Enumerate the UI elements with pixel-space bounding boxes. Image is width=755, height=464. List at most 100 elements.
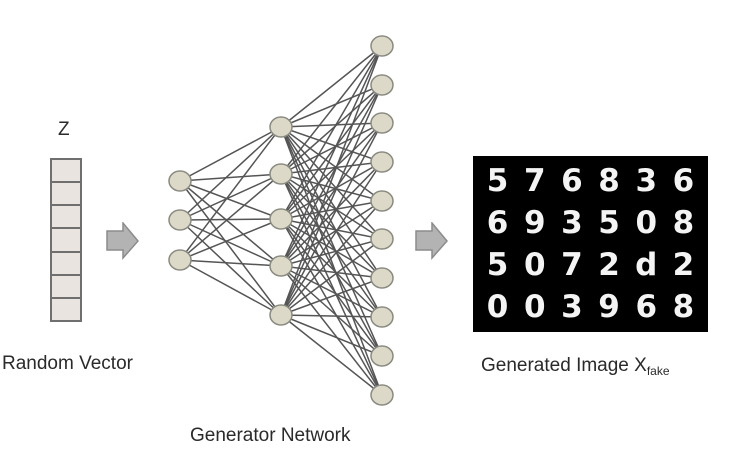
input-node (168, 209, 192, 231)
edge (179, 126, 282, 261)
edge (280, 238, 383, 316)
edge (280, 265, 383, 318)
edge (280, 265, 383, 357)
edge (280, 45, 383, 316)
generated-digit: 6 (672, 162, 695, 199)
vector-cell (52, 206, 80, 230)
edge (280, 122, 383, 175)
output-node (370, 228, 394, 250)
edge (179, 219, 282, 267)
hidden-node (269, 208, 293, 230)
edge (280, 238, 383, 267)
edge (280, 277, 383, 316)
edge (179, 259, 282, 267)
generated-digit: 2 (598, 246, 620, 283)
edge (179, 218, 282, 261)
input-node (168, 170, 192, 192)
output-node (370, 151, 394, 173)
edge (280, 161, 383, 316)
generated-digit: 5 (486, 246, 509, 283)
edge (280, 45, 383, 267)
hidden-node (269, 255, 293, 277)
generated-digit: 6 (486, 204, 509, 241)
generated-digit: 7 (561, 246, 583, 283)
edge (179, 126, 282, 221)
output-node (370, 384, 394, 406)
edge (179, 180, 282, 267)
random-vector (50, 158, 82, 322)
output-node (370, 306, 394, 328)
generated-digit: 0 (523, 288, 546, 325)
generated-digit: 6 (635, 288, 658, 325)
edge (280, 84, 383, 267)
edge (179, 126, 282, 182)
generated-digit: 9 (598, 288, 620, 325)
edge (179, 259, 282, 316)
generated-image-label: Generated Image Xfake (481, 355, 670, 378)
generated-digit: d (635, 246, 658, 283)
hidden-node (269, 116, 293, 138)
generated-digit: 3 (561, 204, 583, 241)
generated-digit: 8 (672, 204, 695, 241)
edge (179, 173, 282, 182)
generated-digit: 3 (561, 288, 583, 325)
edge (280, 173, 383, 240)
edge (280, 122, 383, 128)
generated-digit: 0 (635, 204, 658, 241)
vector-cell (52, 160, 80, 184)
z-label: Z (58, 119, 70, 140)
edge (280, 45, 383, 175)
generated-image-subscript: fake (646, 364, 670, 378)
edge (280, 200, 383, 316)
output-node (370, 74, 394, 96)
arrow-right-icon (106, 222, 139, 260)
edge (280, 122, 383, 267)
edge (280, 84, 383, 316)
edge (280, 45, 383, 128)
output-node (370, 190, 394, 212)
edge (179, 219, 282, 316)
vector-cell (52, 183, 80, 207)
generated-digit: 8 (598, 162, 620, 199)
edge (280, 122, 383, 220)
edge (280, 200, 383, 267)
edge (280, 173, 383, 396)
input-node (168, 249, 192, 271)
hidden-node (269, 163, 293, 185)
generated-digit: 5 (486, 162, 509, 199)
edge (280, 45, 383, 220)
edge (179, 180, 282, 220)
output-node (370, 345, 394, 367)
generator-network-label: Generator Network (190, 425, 351, 446)
edge (280, 218, 383, 279)
edge (280, 173, 383, 357)
generated-digit: 9 (523, 204, 546, 241)
edge (280, 84, 383, 175)
edge (280, 314, 383, 396)
output-node (370, 267, 394, 289)
edge (280, 161, 383, 175)
edge (280, 173, 383, 202)
generated-digit: 3 (635, 162, 658, 199)
edge (179, 173, 282, 221)
generated-digit: 6 (561, 162, 583, 199)
edge (280, 200, 383, 220)
arrow-right-icon (415, 222, 448, 260)
vector-cell (52, 276, 80, 299)
output-node (370, 112, 394, 134)
edge (179, 173, 282, 261)
generated-image-label-text: Generated Image X (481, 355, 647, 376)
edge (280, 161, 383, 220)
edge (280, 265, 383, 396)
generated-digit: 7 (523, 162, 546, 199)
generated-digit: 8 (672, 288, 695, 325)
vector-cell (52, 229, 80, 253)
generated-digit: 0 (486, 288, 509, 325)
edge (179, 180, 282, 316)
output-node (370, 35, 394, 57)
edge (280, 314, 383, 318)
edge (280, 122, 383, 316)
generated-digit: 0 (523, 246, 546, 283)
